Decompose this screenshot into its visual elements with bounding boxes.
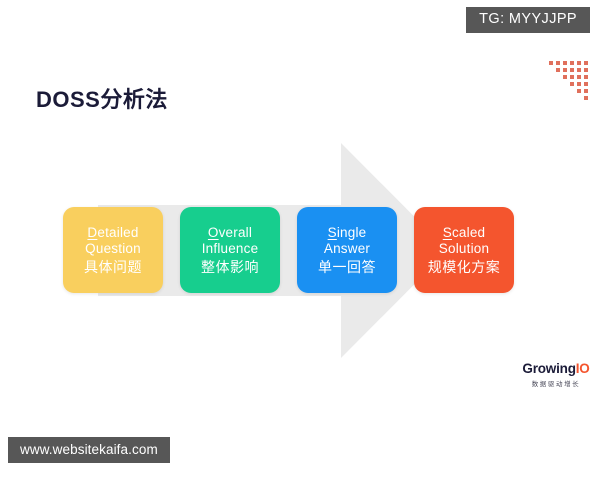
stage-card-line2: Answer xyxy=(323,241,371,256)
stage-card-initial: O xyxy=(207,224,219,240)
stage-card-single-answer[interactable]: Single Answer 单一回答 xyxy=(297,207,397,293)
stage-card-line1: Detailed xyxy=(87,225,138,242)
stage-card-initial: S xyxy=(327,224,337,240)
logo-wordmark-main: Growing xyxy=(522,361,576,376)
stage-card-row: Detailed Question 具体问题 Overall Influence… xyxy=(63,207,523,293)
logo-wordmark-accent: IO xyxy=(575,361,590,376)
stage-card-chinese: 单一回答 xyxy=(318,258,376,275)
stage-card-overall-influence[interactable]: Overall Influence 整体影响 xyxy=(180,207,280,293)
stage-card-initial: S xyxy=(442,224,452,240)
stage-card-initial: D xyxy=(87,224,98,240)
stage-card-line1-rest: ingle xyxy=(336,224,367,240)
stage-card-line1-rest: verall xyxy=(218,224,253,240)
logo-tagline: 数据驱动增长 xyxy=(531,381,581,388)
tg-watermark-badge: TG: MYYJJPP xyxy=(466,7,590,33)
stage-card-line1-rest: etailed xyxy=(97,224,139,240)
stage-card-line1: Overall xyxy=(208,225,252,242)
stage-card-line1: Single xyxy=(328,225,367,242)
stage-card-line1-rest: caled xyxy=(451,224,486,240)
stage-card-chinese: 整体影响 xyxy=(201,258,259,275)
dot-triangle-decoration-icon xyxy=(549,61,593,105)
logo-wordmark: GrowingIO xyxy=(520,362,592,376)
stage-card-chinese: 具体问题 xyxy=(84,258,142,275)
stage-card-line2: Question xyxy=(85,241,141,256)
stage-card-chinese: 规模化方案 xyxy=(427,258,501,275)
stage-card-line1: Scaled xyxy=(443,225,486,242)
stage-card-scaled-solution[interactable]: Scaled Solution 规模化方案 xyxy=(414,207,514,293)
page-title: DOSS分析法 xyxy=(36,87,168,112)
stage-card-line2: Influence xyxy=(201,241,259,256)
stage-card-line2: Solution xyxy=(438,241,490,256)
stage-card-detailed-question[interactable]: Detailed Question 具体问题 xyxy=(63,207,163,293)
growingio-logo: GrowingIO 数据驱动增长 xyxy=(520,362,592,389)
site-watermark-badge: www.websitekaifa.com xyxy=(8,436,170,463)
